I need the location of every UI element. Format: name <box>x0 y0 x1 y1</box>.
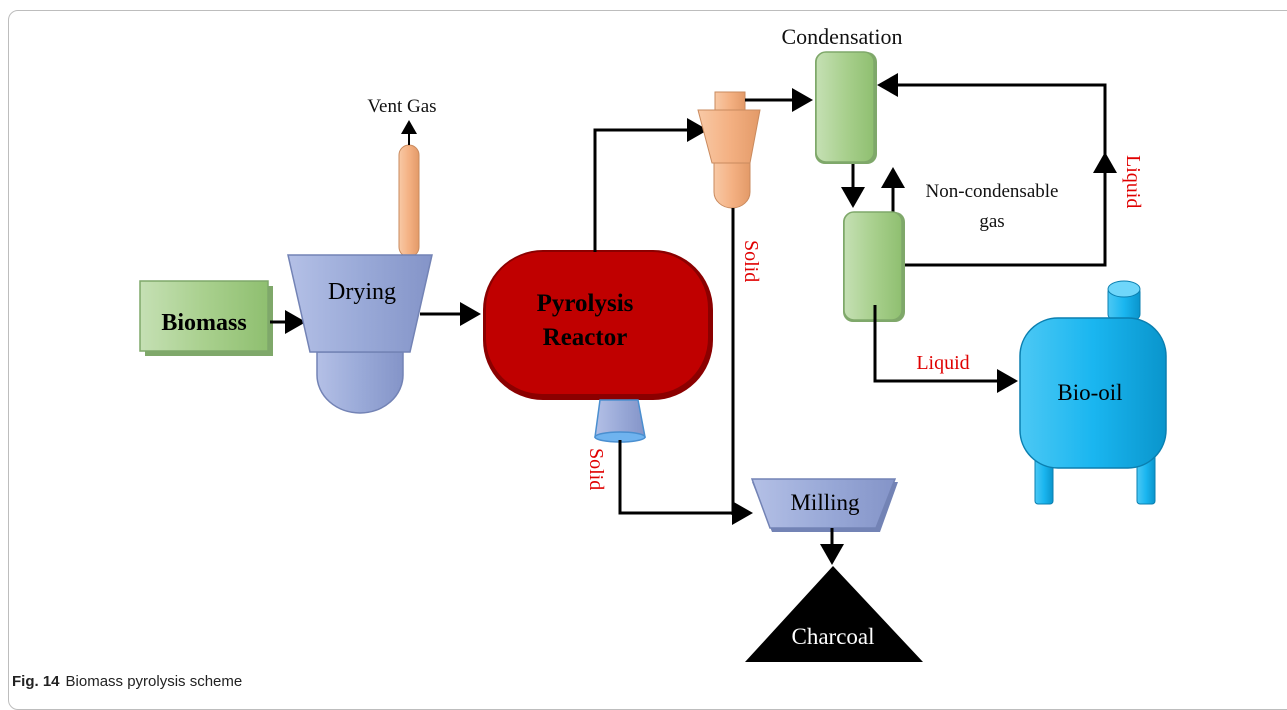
non-condensable-label-line1: Non-condensable <box>926 181 1059 202</box>
caption-label: Fig. 14 <box>12 673 60 690</box>
milling-unit: Milling <box>750 478 898 532</box>
vent-stack: Vent Gas <box>367 96 437 258</box>
solid-label-cyclone: Solid <box>740 240 762 282</box>
drying-unit: Drying <box>287 254 433 414</box>
arrow-liquid-recycle <box>877 73 1107 267</box>
charcoal-label: Charcoal <box>791 624 874 649</box>
arrow-liquid-to-bio-oil <box>873 305 1018 393</box>
condensation-column-top: Condensation <box>782 24 903 164</box>
non-condensable-label-line2: gas <box>979 211 1004 232</box>
bio-oil-label: Bio-oil <box>1057 380 1122 405</box>
drying-label: Drying <box>328 279 396 305</box>
reactor-label-line2: Reactor <box>543 324 628 351</box>
cyclone <box>697 91 761 209</box>
figure-caption: Fig. 14 Biomass pyrolysis scheme <box>12 673 242 690</box>
solid-label-reactor: Solid <box>585 448 607 490</box>
arrow-reactor-to-cyclone <box>593 118 708 252</box>
biomass-box: Biomass <box>139 280 273 356</box>
pyrolysis-reactor: Pyrolysis Reactor <box>483 250 713 400</box>
charcoal-pile: Charcoal <box>745 566 923 662</box>
reactor-label-line1: Pyrolysis <box>537 290 634 317</box>
liquid-label-bottom: Liquid <box>916 352 969 374</box>
reactor-outlet <box>594 399 646 443</box>
caption-text: Biomass pyrolysis scheme <box>65 673 243 690</box>
biomass-label: Biomass <box>161 310 246 336</box>
vent-gas-label: Vent Gas <box>367 96 436 117</box>
liquid-label-right: Liquid <box>1122 155 1144 208</box>
condensation-label: Condensation <box>782 24 903 49</box>
condensation-column-bottom <box>843 211 905 322</box>
bio-oil-tank: Bio-oil <box>1019 280 1167 505</box>
arrow-reactor-solid-to-milling <box>618 440 753 525</box>
milling-label: Milling <box>790 490 860 515</box>
